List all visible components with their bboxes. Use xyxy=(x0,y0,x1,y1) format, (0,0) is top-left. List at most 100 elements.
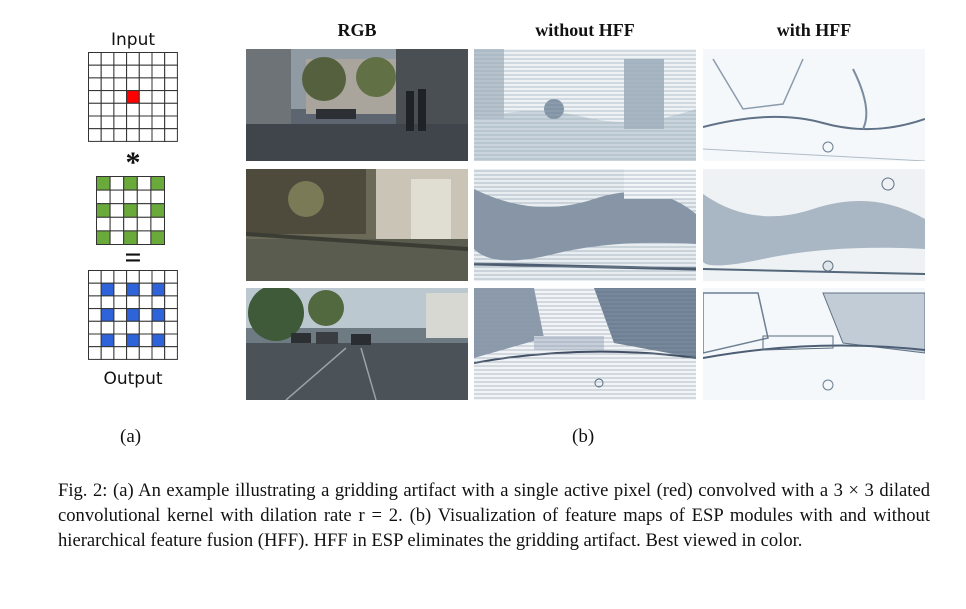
kernel-grid-cell xyxy=(150,216,166,232)
input-grid-cell xyxy=(138,115,153,130)
output-grid-cell xyxy=(113,320,128,335)
output-grid-cell xyxy=(151,346,166,360)
input-grid-cell xyxy=(151,90,166,104)
output-grid-cell xyxy=(151,295,166,310)
input-grid-cell xyxy=(126,64,140,79)
output-grid-cell xyxy=(164,308,178,322)
output-grid-cell xyxy=(126,333,140,348)
output-grid-cell xyxy=(100,308,115,322)
output-grid-cell xyxy=(151,320,166,335)
input-grid-cell xyxy=(100,64,115,79)
kernel-grid-cell xyxy=(136,216,152,232)
input-grid-cell xyxy=(164,115,178,130)
input-grid-cell xyxy=(126,102,140,117)
output-grid-cell xyxy=(138,346,153,360)
output-grid-cell xyxy=(100,346,115,360)
input-grid-cell xyxy=(88,64,102,79)
output-grid-cell xyxy=(138,295,153,310)
kernel-grid-cell xyxy=(96,189,111,205)
output-grid xyxy=(88,270,178,360)
column-header-with-hff: with HFF xyxy=(776,20,852,40)
input-grid-cell xyxy=(113,64,128,79)
output-grid-cell xyxy=(151,308,166,322)
input-grid-cell xyxy=(113,115,128,130)
output-grid-cell xyxy=(88,333,102,348)
dilated-kernel-grid xyxy=(96,176,166,246)
kernel-grid-cell xyxy=(123,176,138,191)
input-grid-cell xyxy=(113,52,128,66)
convolution-operator: * xyxy=(125,146,141,179)
kernel-grid-cell xyxy=(136,176,152,191)
output-grid-cell xyxy=(88,320,102,335)
input-grid-cell xyxy=(151,77,166,92)
input-grid-cell xyxy=(100,115,115,130)
output-grid-cell xyxy=(113,270,128,284)
input-grid-cell xyxy=(138,77,153,92)
output-grid-cell xyxy=(113,346,128,360)
output-grid-cell xyxy=(88,346,102,360)
output-grid-cell xyxy=(88,270,102,284)
kernel-grid-cell xyxy=(136,189,152,205)
input-grid-cell xyxy=(164,77,178,92)
input-grid-cell xyxy=(88,52,102,66)
output-grid-cell xyxy=(113,333,128,348)
kernel-grid-cell xyxy=(150,203,166,218)
kernel-grid-cell xyxy=(123,189,138,205)
input-grid-cell xyxy=(100,52,115,66)
input-grid-cell xyxy=(126,90,140,104)
output-grid-cell xyxy=(151,333,166,348)
output-grid-cell xyxy=(126,308,140,322)
rgb-image-row-2 xyxy=(246,169,468,281)
kernel-grid-cell xyxy=(109,216,125,232)
input-grid-cell xyxy=(164,102,178,117)
feature-map-with-hff-row-2 xyxy=(703,169,925,281)
kernel-grid-cell xyxy=(123,203,138,218)
output-grid-cell xyxy=(164,295,178,310)
input-grid-cell xyxy=(100,77,115,92)
rgb-image-row-1 xyxy=(246,49,468,161)
input-grid-cell xyxy=(164,90,178,104)
output-grid-cell xyxy=(126,346,140,360)
input-grid-cell xyxy=(126,52,140,66)
input-grid-cell xyxy=(88,90,102,104)
input-grid-cell xyxy=(88,115,102,130)
figure-caption: Fig. 2: (a) An example illustrating a gr… xyxy=(58,480,930,551)
output-grid-cell xyxy=(113,295,128,310)
input-grid-cell xyxy=(151,64,166,79)
input-grid-cell xyxy=(138,90,153,104)
output-grid-cell xyxy=(100,333,115,348)
output-grid-cell xyxy=(113,308,128,322)
kernel-grid-cell xyxy=(109,176,125,191)
input-grid-cell xyxy=(113,102,128,117)
output-grid-cell xyxy=(100,282,115,297)
input-grid-cell xyxy=(100,90,115,104)
column-header-without-hff: without HFF xyxy=(535,20,635,40)
output-grid-cell xyxy=(88,282,102,297)
output-grid-cell xyxy=(113,282,128,297)
kernel-grid-cell xyxy=(150,176,166,191)
input-grid-cell xyxy=(151,52,166,66)
panel-a-label: (a) xyxy=(120,426,142,447)
kernel-grid-cell xyxy=(109,189,125,205)
column-header-rgb: RGB xyxy=(337,20,377,40)
input-grid-cell xyxy=(138,128,153,142)
output-grid-cell xyxy=(164,346,178,360)
feature-map-without-hff-row-1 xyxy=(474,49,696,161)
input-grid xyxy=(88,52,178,142)
input-grid-cell xyxy=(113,90,128,104)
kernel-grid-cell xyxy=(150,230,166,246)
input-grid-cell xyxy=(138,102,153,117)
kernel-grid-cell xyxy=(96,230,111,246)
output-grid-cell xyxy=(138,308,153,322)
output-grid-cell xyxy=(138,320,153,335)
feature-map-with-hff-row-1 xyxy=(703,49,925,161)
input-grid-cell xyxy=(138,52,153,66)
input-grid-cell xyxy=(164,128,178,142)
input-grid-cell xyxy=(126,128,140,142)
output-grid-cell xyxy=(88,295,102,310)
input-grid-cell xyxy=(164,64,178,79)
output-grid-cell xyxy=(88,308,102,322)
kernel-grid-cell xyxy=(150,189,166,205)
kernel-grid-cell xyxy=(96,203,111,218)
input-grid-cell xyxy=(164,52,178,66)
